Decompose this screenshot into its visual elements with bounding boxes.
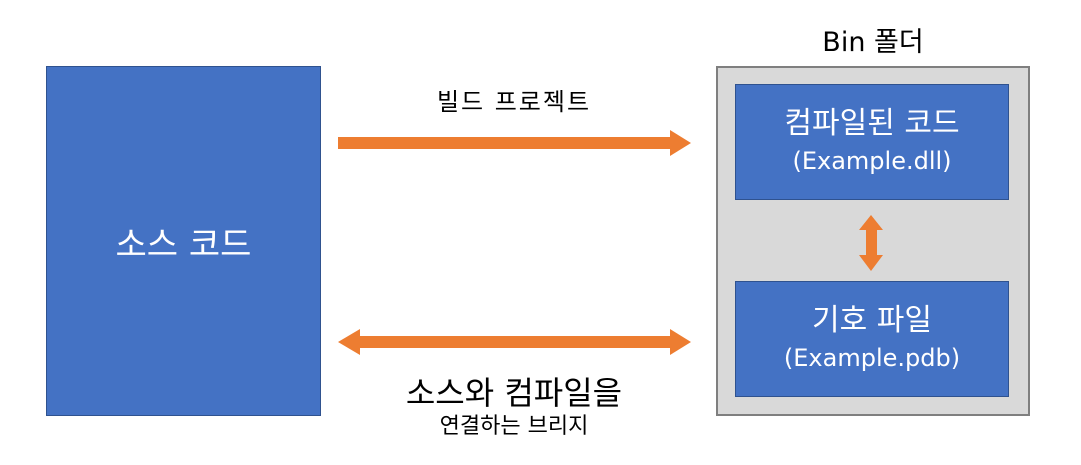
source-code-label: 소스 코드 (115, 224, 252, 265)
build-arrow (338, 130, 691, 156)
compiled-code-title: 컴파일된 코드 (784, 106, 960, 142)
dll-pdb-double-arrow (859, 215, 883, 271)
compiled-code-box: 컴파일된 코드 (Example.dll) (735, 84, 1009, 200)
symbol-file-file: (Example.pdb) (783, 344, 961, 373)
bridge-subtitle-label: 연결하는 브리지 (439, 414, 589, 439)
symbol-file-box: 기호 파일 (Example.pdb) (735, 281, 1009, 397)
compiled-code-file: (Example.dll) (792, 147, 952, 176)
bridge-double-arrow (338, 329, 691, 355)
bridge-title-label: 소스와 컴파일을 (405, 374, 623, 412)
build-project-label: 빌드 프로젝트 (436, 88, 592, 116)
bin-folder-label: Bin 폴더 (822, 27, 924, 58)
source-code-box: 소스 코드 (46, 66, 321, 416)
symbol-file-title: 기호 파일 (812, 303, 932, 339)
